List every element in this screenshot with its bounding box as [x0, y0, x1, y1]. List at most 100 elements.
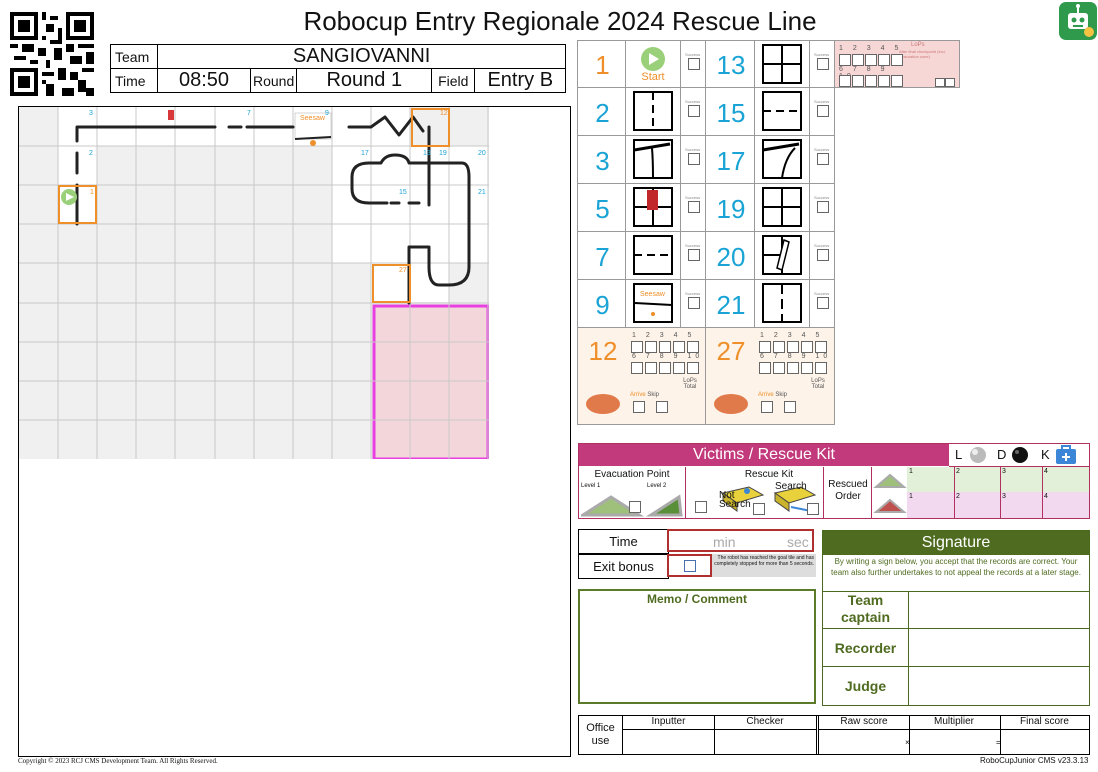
lop-number: 2 — [773, 332, 782, 339]
success-checkbox[interactable] — [688, 58, 700, 70]
lop-checkbox[interactable] — [773, 362, 785, 374]
lop-total-box[interactable] — [935, 78, 945, 87]
lop-checkbox[interactable] — [645, 341, 657, 353]
memo-box[interactable]: Memo / Comment — [578, 589, 816, 704]
lop-checkbox[interactable] — [687, 362, 699, 374]
lop-checkbox[interactable] — [865, 54, 877, 66]
map-tile-label: 2 — [89, 150, 93, 157]
lop-number: 1 — [632, 332, 640, 339]
tile-cell: 15 — [705, 87, 755, 136]
lops-total-label: LoPs Total — [811, 378, 825, 390]
exit-bonus-checkbox[interactable] — [684, 560, 696, 572]
success-cell: Success — [809, 183, 835, 232]
order-icons — [871, 467, 908, 518]
lop-number: 5 — [687, 332, 696, 339]
checker-cell: Checker — [714, 716, 817, 754]
lop-checkbox[interactable] — [839, 54, 851, 66]
judge-sign-field[interactable] — [909, 667, 1089, 706]
arrive-label: Arrive — [758, 392, 774, 398]
tile-image: Seesaw — [625, 279, 681, 328]
lop-checkbox[interactable] — [815, 362, 827, 374]
success-cell: Success — [680, 183, 706, 232]
lop-number: 8 — [866, 66, 875, 73]
tile-image — [754, 135, 810, 184]
search-checkbox[interactable] — [807, 503, 819, 515]
success-cell: Success — [680, 40, 706, 88]
success-checkbox[interactable] — [688, 153, 700, 165]
lop-number: 6 — [839, 66, 847, 73]
success-checkbox[interactable] — [817, 201, 829, 213]
lop-checkbox[interactable] — [673, 341, 685, 353]
lop-number: 10 — [815, 353, 832, 360]
skip-label: Skip — [647, 392, 660, 398]
success-checkbox[interactable] — [688, 297, 700, 309]
success-cell: Success — [680, 87, 706, 136]
lop-checkbox[interactable] — [852, 54, 864, 66]
lop-number: 9 — [673, 353, 682, 360]
success-cell: Success — [809, 135, 835, 184]
lop-checkbox[interactable] — [878, 75, 890, 87]
lop-checkbox[interactable] — [878, 54, 890, 66]
checkpoint-number: 27 — [716, 336, 746, 366]
success-label: Success — [685, 291, 701, 296]
level2-checkbox[interactable] — [695, 501, 707, 513]
recorder-sign-field[interactable] — [909, 629, 1089, 667]
lop-checkbox[interactable] — [759, 341, 771, 353]
lop-checkbox[interactable] — [787, 362, 799, 374]
success-checkbox[interactable] — [817, 105, 829, 117]
checkpoint-cell: 12 1 2 3 4 5 6 7 8 9 10 Arrive Skip LoPs… — [577, 327, 706, 425]
arrive-checkbox[interactable] — [633, 401, 645, 413]
victim-legend: L D K — [949, 444, 1089, 467]
signature-title: Signature — [823, 531, 1089, 555]
checkpoint-number: 12 — [588, 336, 618, 366]
time-input[interactable]: min sec — [667, 529, 814, 552]
victims-title: Victims / Rescue Kit — [579, 444, 949, 466]
lop-checkbox[interactable] — [773, 341, 785, 353]
lop-checkbox[interactable] — [891, 54, 903, 66]
lop-checkbox[interactable] — [891, 75, 903, 87]
lop-checkbox[interactable] — [631, 362, 643, 374]
tile-number: 5 — [595, 194, 610, 224]
success-checkbox[interactable] — [817, 249, 829, 261]
lop-checkbox[interactable] — [759, 362, 771, 374]
tile-number: 13 — [716, 50, 746, 80]
level1-checkbox[interactable] — [629, 501, 641, 513]
success-label: Success — [814, 291, 830, 296]
multiplier-cell: Multiplier = — [908, 716, 1001, 754]
lop-checkbox[interactable] — [801, 341, 813, 353]
success-checkbox[interactable] — [688, 201, 700, 213]
lop-total-box[interactable] — [945, 78, 955, 87]
success-checkbox[interactable] — [688, 105, 700, 117]
exit-bonus-cell — [667, 554, 712, 577]
lop-checkbox[interactable] — [659, 341, 671, 353]
tile-image — [754, 87, 810, 136]
success-checkbox[interactable] — [817, 297, 829, 309]
success-checkbox[interactable] — [817, 153, 829, 165]
team-captain-row: Team captain — [823, 591, 1089, 629]
lop-checkbox[interactable] — [815, 341, 827, 353]
lop-checkbox[interactable] — [801, 362, 813, 374]
map-tile-label: 9 — [325, 110, 329, 117]
team-captain-sign-field[interactable] — [909, 592, 1089, 629]
lop-checkbox[interactable] — [839, 75, 851, 87]
map-tile-label: 19 — [439, 150, 447, 157]
lop-checkbox[interactable] — [631, 341, 643, 353]
success-checkbox[interactable] — [817, 58, 829, 70]
not-search-checkbox[interactable] — [753, 503, 765, 515]
lop-checkbox[interactable] — [865, 75, 877, 87]
skip-checkbox[interactable] — [784, 401, 796, 413]
signature-note: By writing a sign below, you accept that… — [831, 557, 1081, 577]
lop-checkbox[interactable] — [645, 362, 657, 374]
success-label: Success — [685, 195, 701, 200]
lop-checkbox[interactable] — [852, 75, 864, 87]
lop-checkbox[interactable] — [673, 362, 685, 374]
success-checkbox[interactable] — [688, 249, 700, 261]
lop-checkbox[interactable] — [687, 341, 699, 353]
order-row-green: 1 2 3 4 — [907, 467, 1089, 493]
tile-cell: 20 — [705, 231, 755, 280]
lop-checkbox[interactable] — [787, 341, 799, 353]
map-tile-label: 27 — [399, 267, 407, 274]
arrive-checkbox[interactable] — [761, 401, 773, 413]
lop-checkbox[interactable] — [659, 362, 671, 374]
skip-checkbox[interactable] — [656, 401, 668, 413]
